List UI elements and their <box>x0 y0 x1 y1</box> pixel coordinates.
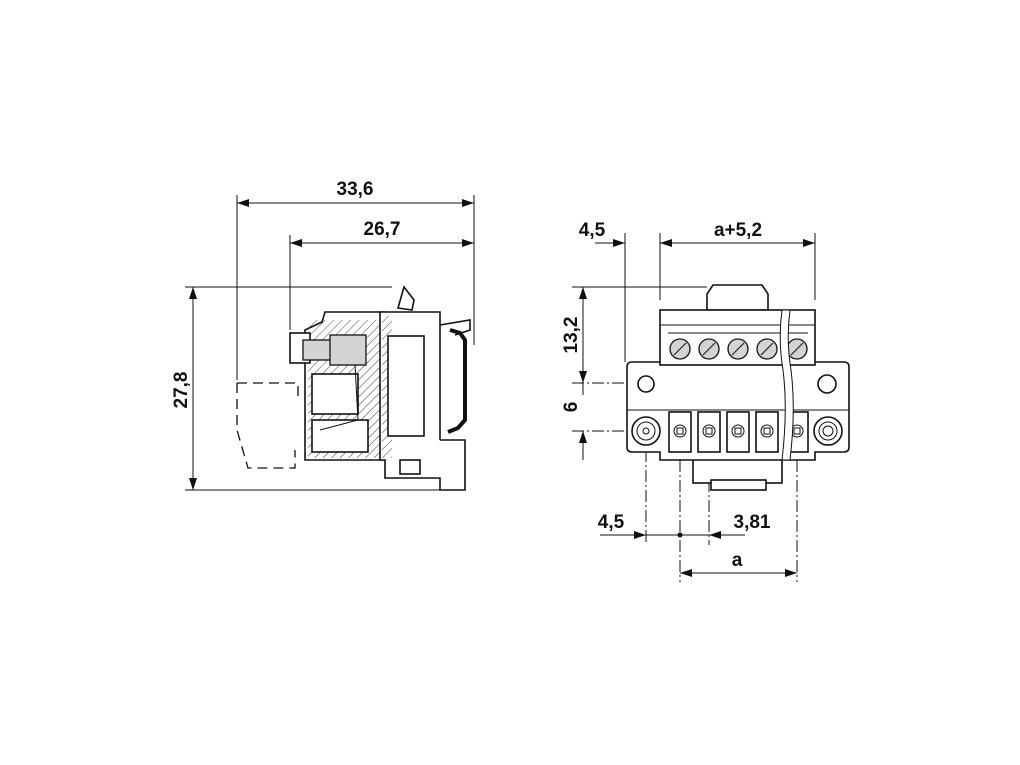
dim-flange-offset-top: 4,5 <box>579 220 606 241</box>
dim-flange-offset-bottom: 4,5 <box>598 512 625 533</box>
dim-pitch-span: a <box>732 550 743 571</box>
screw-row <box>669 338 808 360</box>
connector-side-profile <box>236 285 471 491</box>
dim-pitch: 3,81 <box>734 512 771 533</box>
side-view: 33,6 26,7 27,8 <box>171 179 475 491</box>
side-dimension-lines <box>185 195 475 491</box>
dim-body-length: 26,7 <box>364 219 401 240</box>
dim-height-lower: 6 <box>561 402 582 413</box>
front-view: 4,5 a+5,2 13,2 6 4,5 3,81 a <box>561 220 850 582</box>
dim-height: 27,8 <box>171 372 192 409</box>
dim-width-top: a+5,2 <box>714 220 762 241</box>
dim-overall-length: 33,6 <box>337 179 374 200</box>
dim-height-upper: 13,2 <box>561 317 582 354</box>
connector-front-profile <box>626 284 850 491</box>
